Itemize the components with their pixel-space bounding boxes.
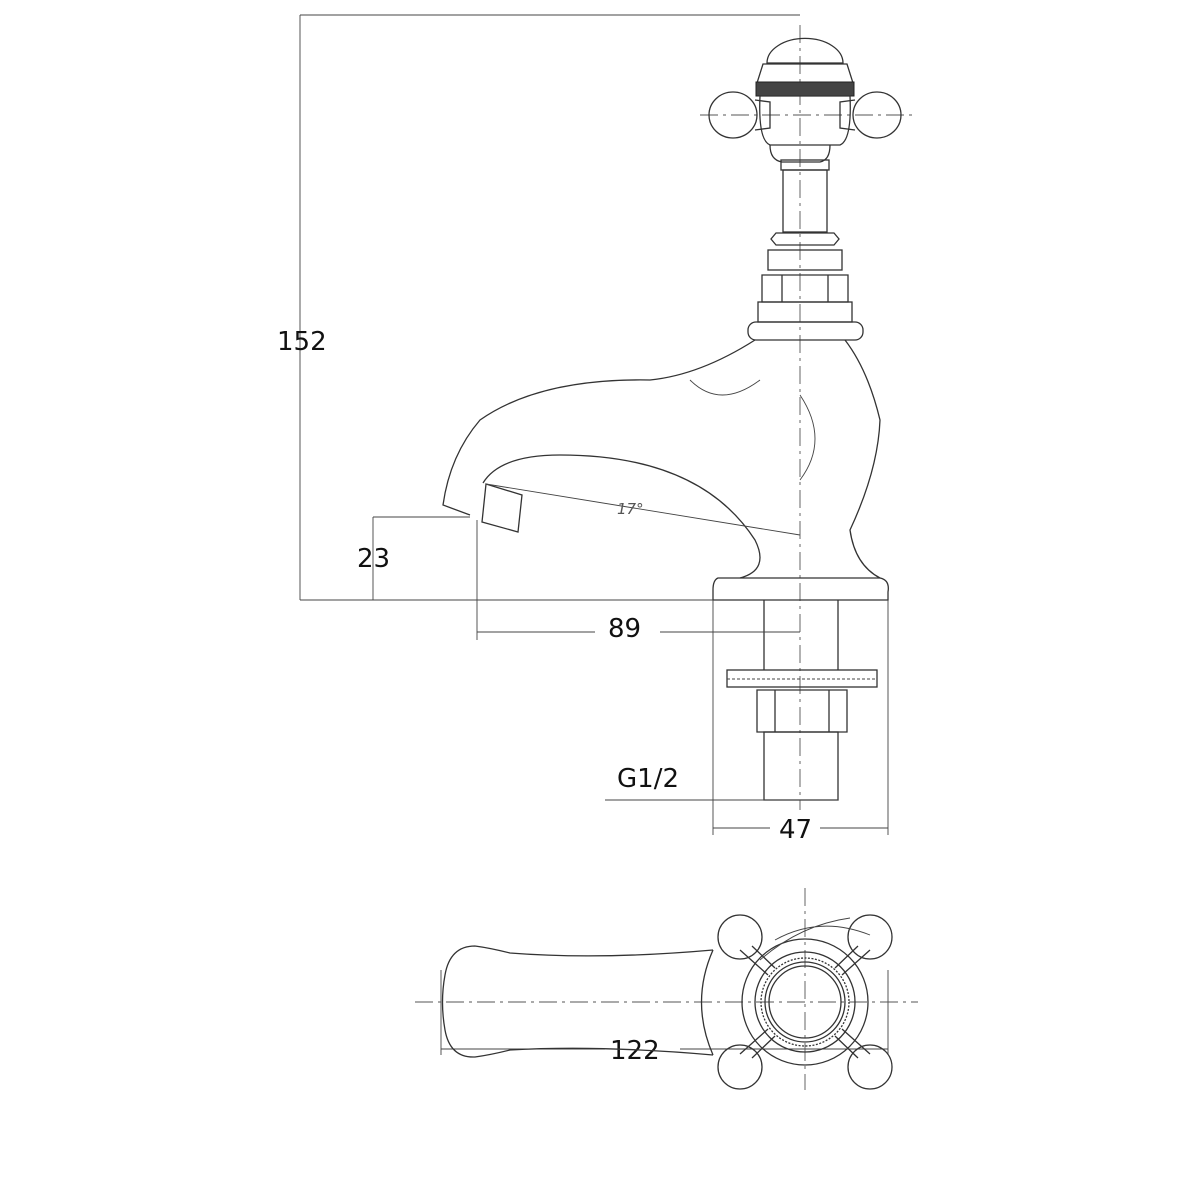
plan-view	[415, 888, 918, 1090]
spout-height-dimension-label: 23	[357, 544, 390, 574]
side-elevation: 17°	[442, 25, 915, 810]
thread-size-label: G1/2	[617, 764, 679, 794]
height-dimension-label: 152	[277, 327, 327, 357]
dimension-lines	[299, 14, 889, 1055]
spout-angle-label: 17°	[617, 500, 644, 518]
spout-reach-dimension-label: 89	[608, 614, 641, 644]
base-diameter-dimension-label: 47	[779, 815, 812, 845]
